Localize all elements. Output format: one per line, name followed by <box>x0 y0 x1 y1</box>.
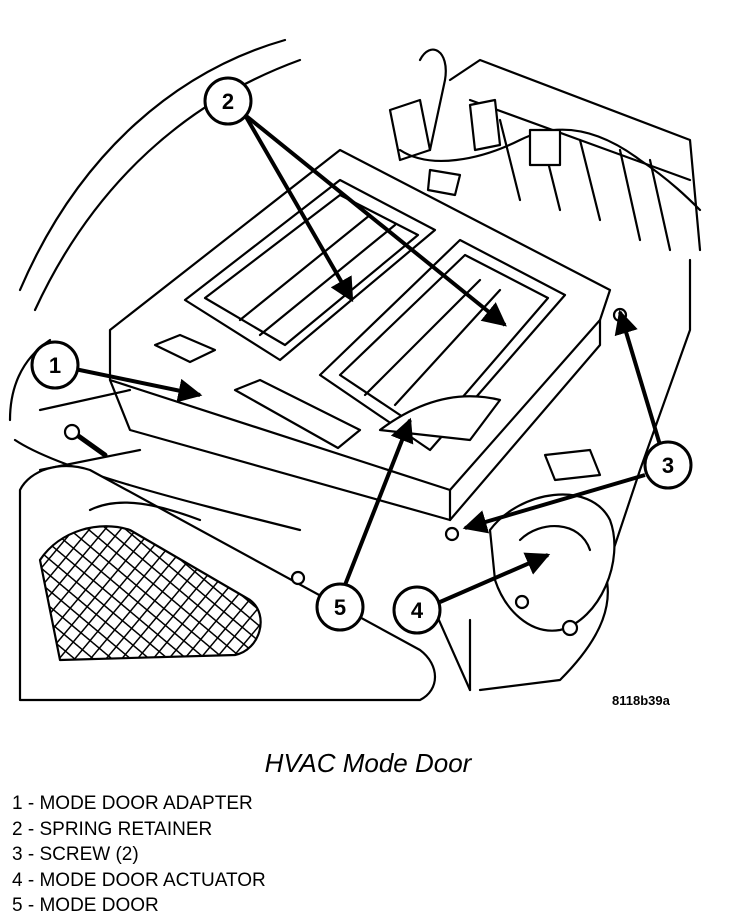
parts-legend: 1 - MODE DOOR ADAPTER 2 - SPRING RETAINE… <box>12 791 266 919</box>
leader-2b <box>243 113 507 327</box>
legend-number: 1 <box>12 793 23 814</box>
legend-item: 3 - SCREW (2) <box>12 844 139 865</box>
callout-3: 3 <box>643 440 693 490</box>
callout-label: 2 <box>222 89 234 114</box>
callout-label: 3 <box>662 453 674 478</box>
figure-caption: HVAC Mode Door <box>264 748 472 778</box>
legend-number: 4 <box>12 869 23 891</box>
leader-5 <box>343 417 414 586</box>
legend-item: 1 - MODE DOOR ADAPTER <box>12 793 253 814</box>
callout-label: 5 <box>334 595 346 620</box>
mesh-grille <box>38 525 262 662</box>
legend-number: 3 <box>12 844 23 865</box>
hvac-exploded-view: 1 2 3 4 5 <box>8 38 702 702</box>
leader-4 <box>439 552 551 604</box>
leader-2a <box>243 113 354 303</box>
legend-item: 4 - MODE DOOR ACTUATOR <box>12 869 266 891</box>
leader-3b <box>462 473 646 534</box>
legend-number: 5 <box>12 895 23 916</box>
leader-3a <box>614 309 662 446</box>
callout-label: 1 <box>49 353 61 378</box>
legend-label: SPRING RETAINER <box>39 818 213 840</box>
callout-5: 5 <box>315 582 365 632</box>
legend-label: MODE DOOR <box>39 895 159 916</box>
figure-code: 8118b39a <box>612 693 670 708</box>
legend-item: 5 - MODE DOOR <box>12 895 159 916</box>
callout-label: 4 <box>411 598 424 623</box>
legend-item: 2 - SPRING RETAINER <box>12 818 213 840</box>
callout-1: 1 <box>30 340 80 390</box>
leader-1 <box>69 366 203 403</box>
legend-label: MODE DOOR ADAPTER <box>39 793 253 814</box>
legend-number: 2 <box>12 818 23 840</box>
callout-4: 4 <box>392 585 442 635</box>
legend-label: SCREW (2) <box>39 844 139 865</box>
legend-label: MODE DOOR ACTUATOR <box>39 869 266 891</box>
callout-2: 2 <box>203 76 253 126</box>
